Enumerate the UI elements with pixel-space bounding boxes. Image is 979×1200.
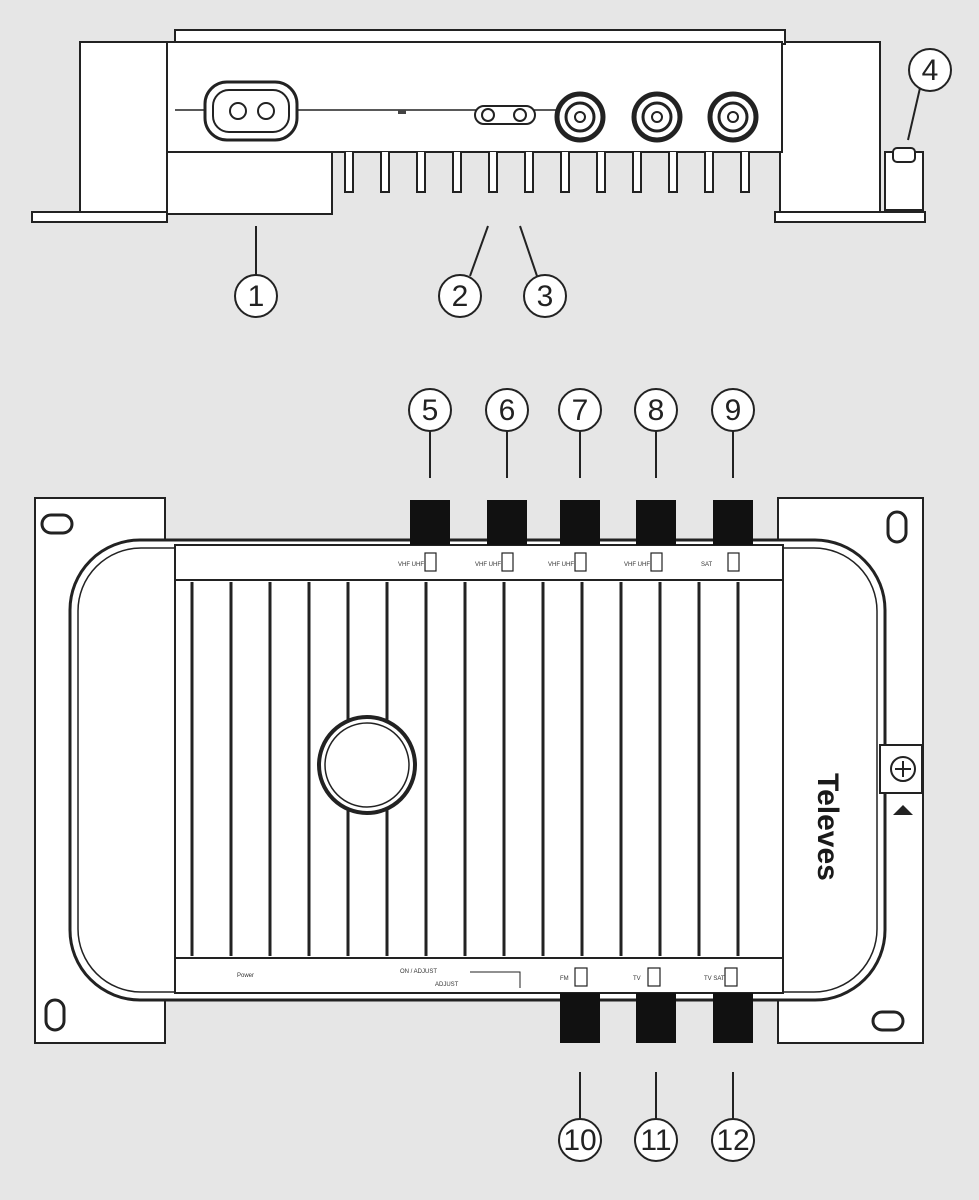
port-label: VHF UHF — [475, 562, 501, 568]
side-view — [31, 29, 926, 223]
callout-number: 6 — [499, 394, 516, 427]
ground-lug — [879, 744, 923, 815]
top-strip-labels: VHF UHF VHF UHF VHF UHF VHF UHF SAT — [398, 552, 740, 572]
tvsat-label: TV SAT — [704, 976, 725, 982]
f-connector-top — [560, 500, 600, 545]
f-connector-side — [554, 91, 606, 143]
power-label: Power — [237, 973, 254, 979]
side-f-connectors — [554, 91, 759, 143]
bottom-f-connectors — [560, 993, 753, 1043]
callout-6: 6 — [485, 388, 529, 478]
bottom-label-strip — [174, 957, 784, 994]
callout-10: 10 — [558, 1072, 602, 1162]
callout-number: 11 — [640, 1124, 671, 1157]
ground-terminal — [884, 147, 924, 211]
callout-number: 12 — [716, 1124, 749, 1157]
side-flange-right — [779, 41, 881, 213]
port-label: SAT — [701, 562, 713, 568]
callout-7: 7 — [558, 388, 602, 478]
adjust-label-2: ADJUST — [435, 982, 459, 988]
mount-slot — [44, 998, 66, 1032]
callout-number: 7 — [572, 394, 589, 427]
adjust-label-1: ON / ADJUST — [400, 969, 437, 975]
f-connector-bottom — [560, 993, 600, 1043]
f-connector-top — [410, 500, 450, 545]
f-connector-top — [636, 500, 676, 545]
bottom-strip-labels: Power ON / ADJUST ADJUST FM TV TV SAT — [237, 967, 738, 988]
top-view: VHF UHF VHF UHF VHF UHF VHF UHF SAT Power ON… — [34, 497, 924, 1044]
tv-label: TV — [633, 976, 641, 982]
f-connector-bottom — [713, 993, 753, 1043]
callout-number: 1 — [248, 280, 265, 313]
led-indicators — [398, 105, 536, 125]
fm-label: FM — [560, 976, 569, 982]
heat-sink — [174, 579, 784, 959]
callout-11: 11 — [634, 1072, 678, 1162]
mount-slot — [886, 510, 908, 544]
side-mount-left — [31, 211, 168, 223]
mount-slot — [40, 513, 74, 535]
side-lower-block — [166, 151, 333, 215]
callout-number: 9 — [725, 394, 742, 427]
callout-2: 2 — [438, 225, 489, 318]
callout-number: 2 — [452, 280, 469, 313]
port-label: VHF UHF — [398, 562, 424, 568]
mount-slot — [871, 1010, 905, 1032]
f-connector-top — [487, 500, 527, 545]
callout-12: 12 — [711, 1072, 755, 1162]
callout-3: 3 — [519, 225, 567, 318]
callout-number: 5 — [422, 394, 439, 427]
f-connector-bottom — [636, 993, 676, 1043]
center-boss — [317, 715, 417, 815]
power-socket — [203, 80, 299, 142]
port-label: VHF UHF — [624, 562, 650, 568]
port-label: VHF UHF — [548, 562, 574, 568]
brand-logo: Televes — [811, 773, 844, 881]
callout-5: 5 — [408, 388, 452, 478]
f-connector-side — [707, 91, 759, 143]
callout-1: 1 — [234, 226, 278, 318]
callout-4: 4 — [907, 48, 952, 141]
callout-number: 4 — [922, 54, 939, 87]
callout-8: 8 — [634, 388, 678, 478]
top-f-connectors — [410, 500, 753, 545]
side-fins — [344, 152, 750, 193]
callout-number: 10 — [563, 1124, 596, 1157]
side-mount-right — [774, 211, 926, 223]
callout-number: 3 — [537, 280, 554, 313]
side-flange-left — [79, 41, 171, 213]
callout-9: 9 — [711, 388, 755, 478]
callout-number: 8 — [648, 394, 665, 427]
f-connector-top — [713, 500, 753, 545]
f-connector-side — [631, 91, 683, 143]
